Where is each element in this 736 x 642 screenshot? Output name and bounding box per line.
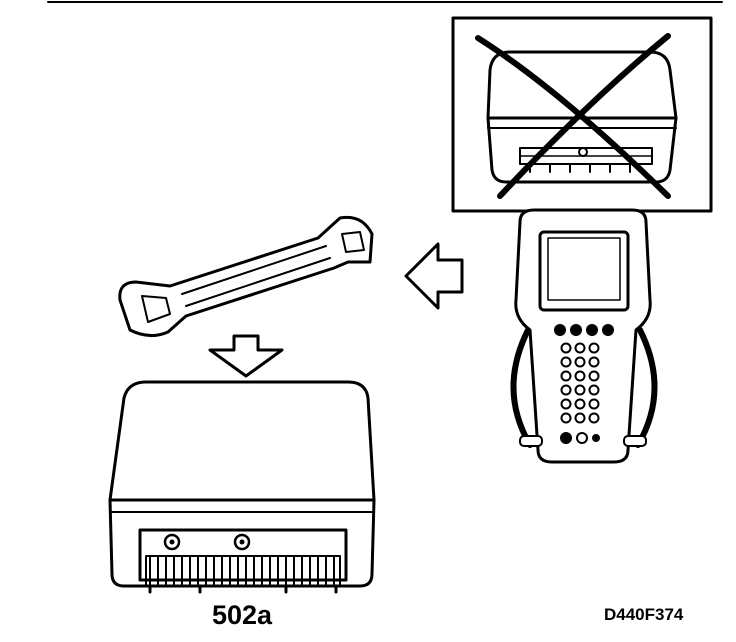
tool-cable-loop (510, 327, 658, 448)
arrow-left-icon (404, 242, 464, 310)
cross-out-mark (475, 33, 671, 199)
arrow-down-icon (208, 334, 284, 378)
diagnostic-scan-tool (510, 208, 658, 464)
control-module-icon (108, 380, 376, 594)
module-connector (138, 528, 348, 587)
component-label: 502a (212, 600, 273, 630)
wrench-icon (118, 215, 374, 337)
tool-keys (560, 342, 600, 444)
crossed-out-module-panel (451, 16, 713, 213)
figure-code: D440F374 (604, 605, 684, 624)
tool-keypad (554, 324, 614, 336)
tool-screen (538, 230, 630, 312)
module-housing-top (108, 380, 376, 502)
